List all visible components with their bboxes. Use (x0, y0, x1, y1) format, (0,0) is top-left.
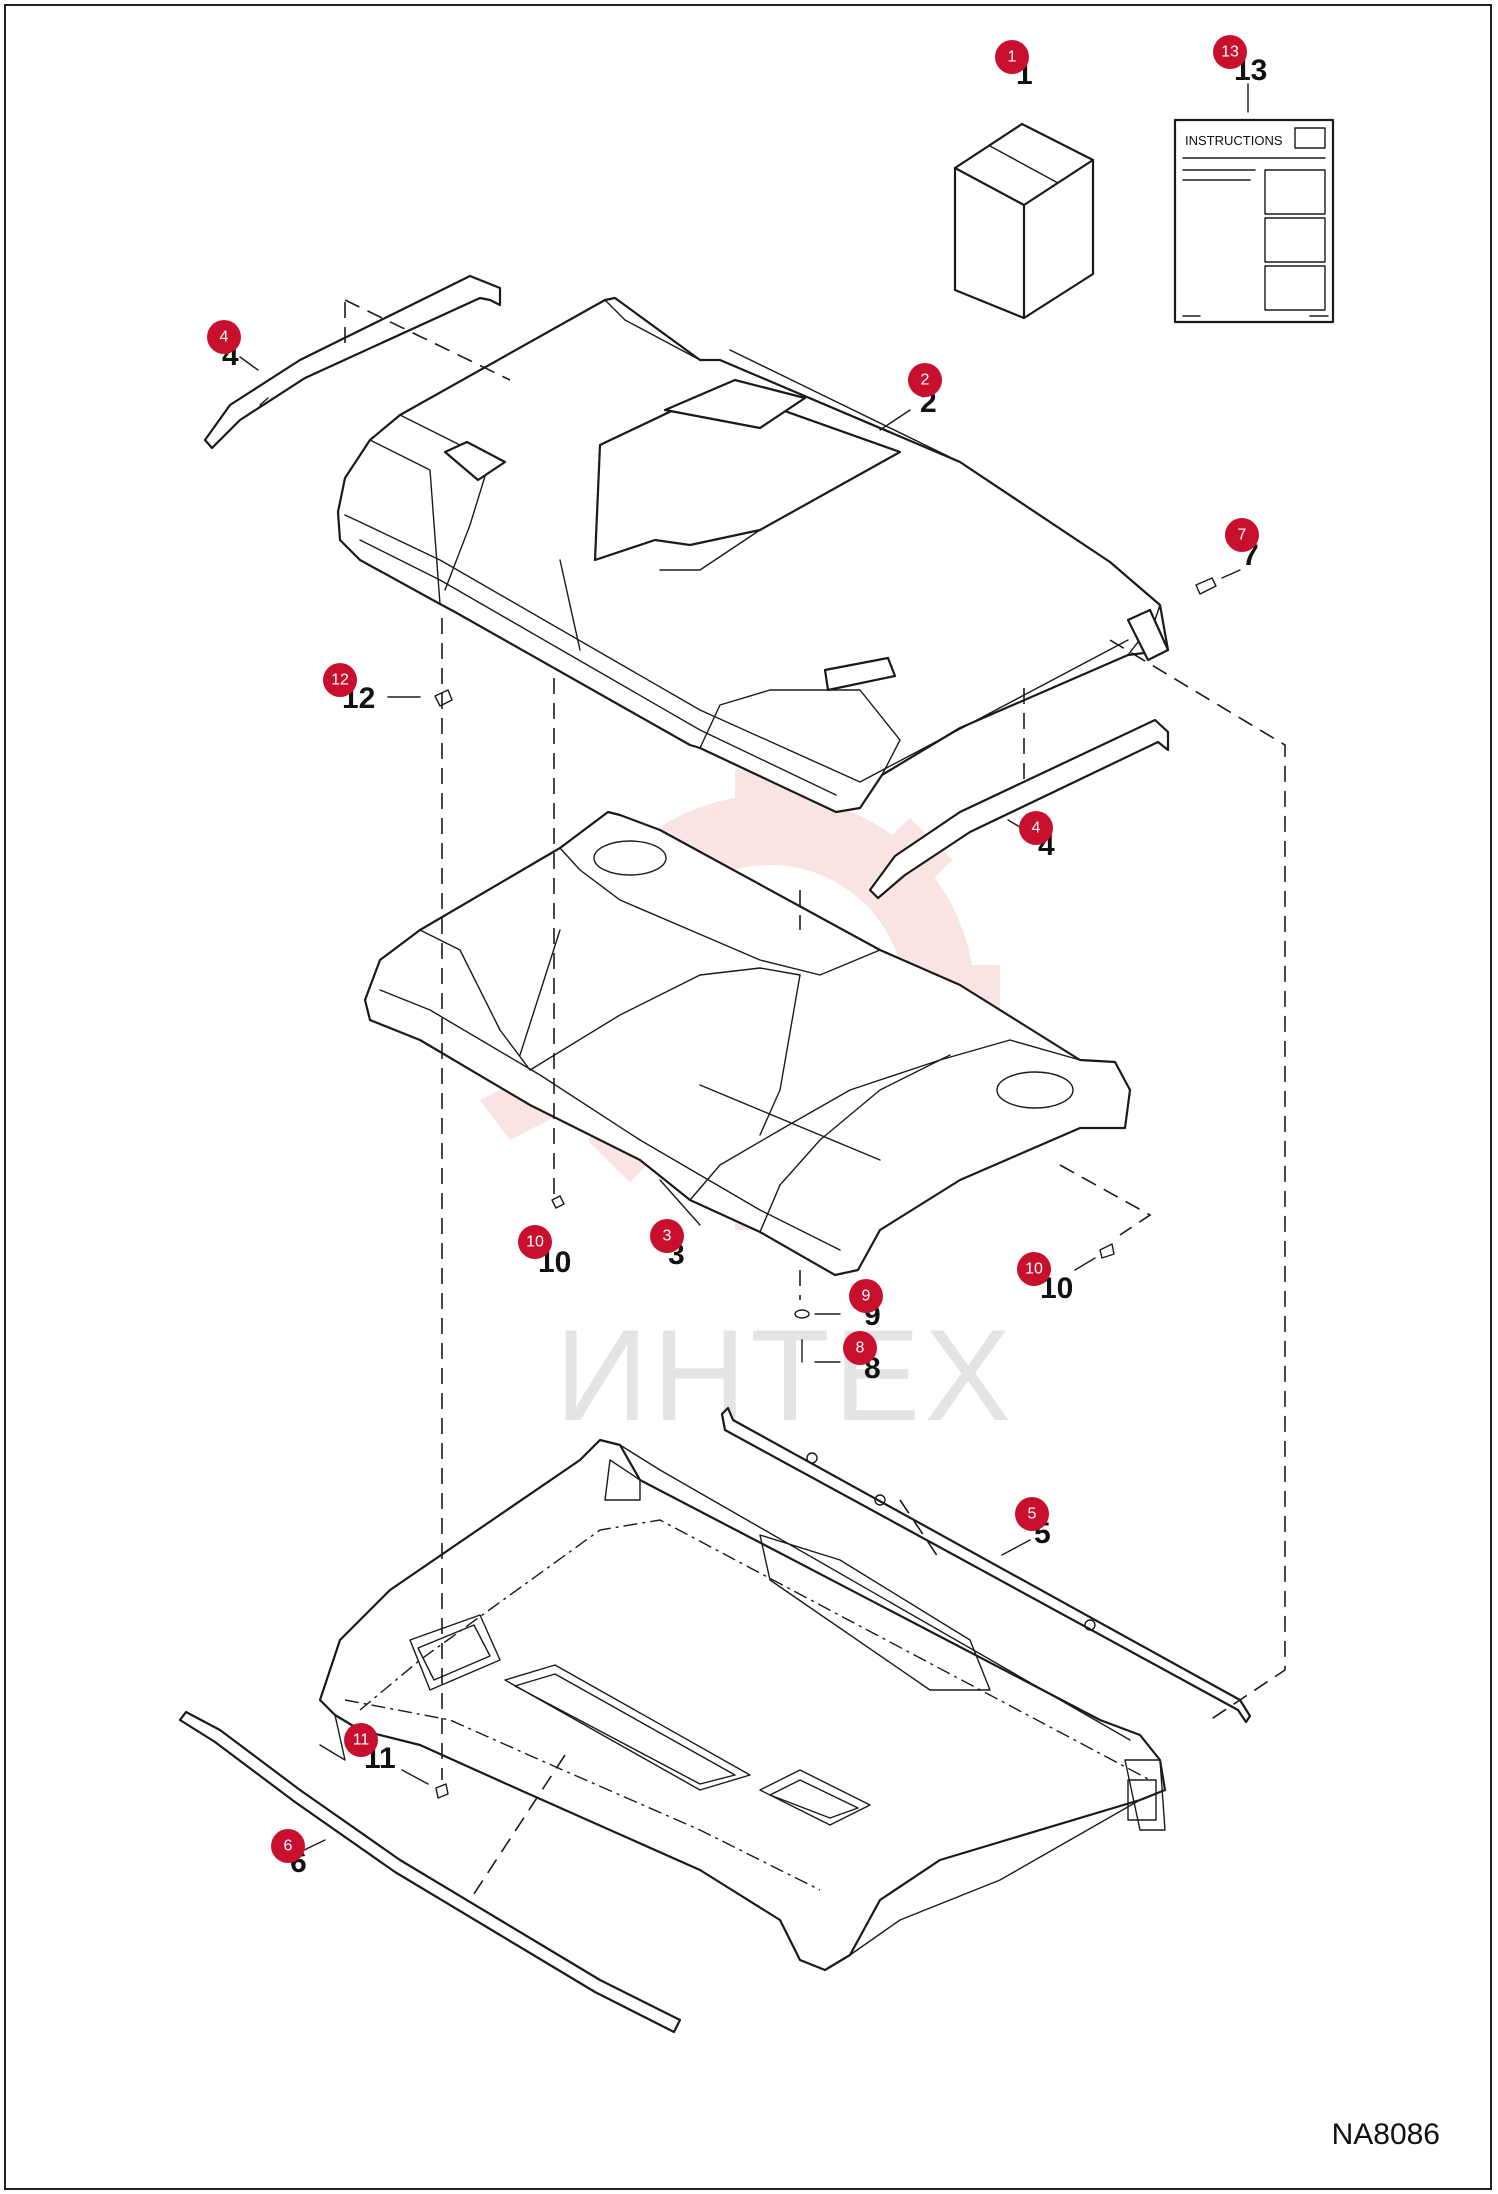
marker-11-label: 11 (353, 1732, 370, 1749)
marker-6[interactable]: 6 (271, 1829, 305, 1863)
part-4-trim-left (203, 274, 502, 450)
diagram-code: NA8086 (1331, 2118, 1440, 2151)
marker-10a-label: 10 (526, 1234, 544, 1251)
marker-4a-label: 4 (220, 329, 229, 346)
marker-8[interactable]: 8 (843, 1331, 877, 1365)
marker-6-label: 6 (284, 1838, 293, 1855)
marker-11[interactable]: 11 (344, 1723, 378, 1757)
part-10-screw-right (1074, 1243, 1115, 1271)
part-6-front-trim (178, 1710, 682, 2034)
marker-12-label: 12 (331, 672, 349, 689)
marker-3[interactable]: 3 (650, 1219, 684, 1253)
red-markers: 1 2 3 4 4 5 6 7 8 9 10 10 11 12 13 (207, 35, 1259, 1863)
marker-4a[interactable]: 4 (207, 320, 241, 354)
marker-10b[interactable]: 10 (1017, 1252, 1051, 1286)
marker-12[interactable]: 12 (323, 663, 357, 697)
part-1-box (953, 65, 1095, 320)
part-8-bolt (801, 1339, 841, 1363)
callout-numerals: 1 2 3 4 4 5 6 7 8 9 10 10 11 12 13 (222, 54, 1267, 1879)
instructions-label: INSTRUCTIONS (1185, 133, 1283, 148)
marker-4b[interactable]: 4 (1019, 811, 1053, 845)
part-7-screw (1195, 569, 1241, 595)
part-12-clip (387, 689, 453, 707)
marker-1-label: 1 (1008, 49, 1017, 66)
part-4-trim-right (868, 718, 1170, 900)
part-9-washer (794, 1309, 841, 1319)
marker-5[interactable]: 5 (1015, 1497, 1049, 1531)
watermark-text: ИНТЕХ (555, 1302, 1015, 1448)
part-5-rail (720, 1406, 1252, 1724)
marker-5-label: 5 (1028, 1506, 1037, 1523)
marker-13[interactable]: 13 (1213, 35, 1247, 69)
part-11-nut (401, 1769, 449, 1799)
marker-2-label: 2 (921, 372, 930, 389)
marker-10b-label: 10 (1025, 1261, 1043, 1278)
part-3-headliner (363, 810, 1132, 1277)
frame-structure (318, 1438, 1167, 1972)
marker-9[interactable]: 9 (849, 1279, 883, 1313)
marker-7[interactable]: 7 (1225, 518, 1259, 552)
diagram-frame (4, 4, 1492, 2190)
marker-3-label: 3 (663, 1228, 672, 1245)
part-13-instructions-sheet: INSTRUCTIONS (1173, 83, 1335, 324)
marker-13-label: 13 (1221, 44, 1239, 61)
marker-2[interactable]: 2 (908, 363, 942, 397)
part-10-screw-left (551, 1195, 565, 1209)
marker-4b-label: 4 (1032, 820, 1041, 837)
assembly-lines (239, 299, 1286, 1901)
marker-7-label: 7 (1238, 527, 1247, 544)
marker-9-label: 9 (862, 1288, 871, 1305)
marker-8-label: 8 (856, 1340, 865, 1357)
marker-10a[interactable]: 10 (518, 1225, 552, 1259)
marker-1[interactable]: 1 (995, 40, 1029, 74)
part-2-roof (336, 296, 1170, 814)
